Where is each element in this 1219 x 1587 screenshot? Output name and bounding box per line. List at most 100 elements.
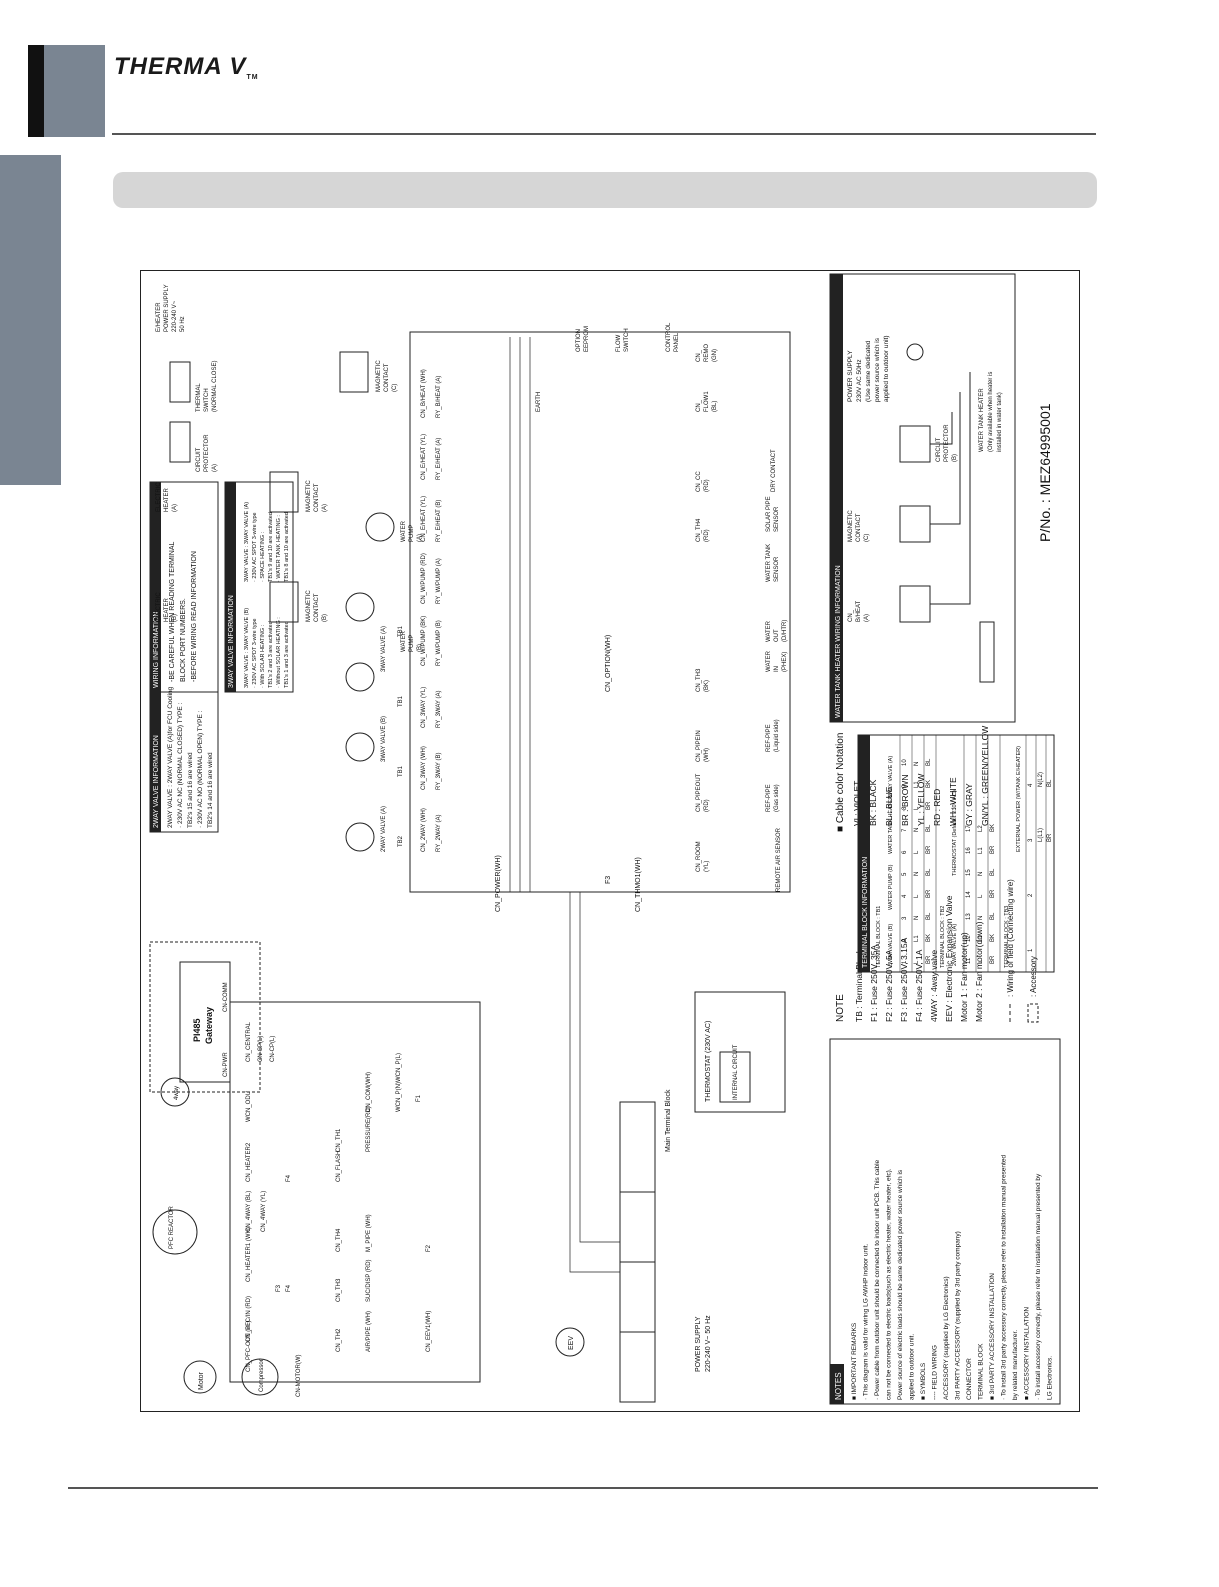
odu-label: CN_TH1 (336, 1128, 342, 1152)
tb1-pin: N (914, 916, 920, 920)
connector-cn-th4: CN_TH4 (696, 518, 702, 542)
tb1-num: 4 (902, 894, 908, 898)
relay-label: RY_E/HEAT (B) (436, 500, 442, 542)
tb1-color: BR (926, 801, 932, 810)
cable-color-item: BR : BROWN (900, 775, 910, 826)
valve-label: 3WAY VALVE (A) (381, 626, 387, 672)
tb2-num: 15 (966, 869, 972, 876)
odu-label: CN_EEV1(WH) (426, 1311, 432, 1352)
water-tank-mag-contact: (C) (864, 534, 870, 542)
odu-label: CN-CP(L) (258, 1036, 264, 1062)
tb2-pin: L1 (978, 935, 984, 942)
gateway-title: PI485 (192, 1018, 202, 1042)
part-number: P/No. : MEZ64995001 (1037, 403, 1053, 542)
tb2-color: BR (990, 845, 996, 854)
circuit-protector-a: (A) (212, 464, 218, 472)
tb3-pin: N(L2) (1038, 772, 1044, 787)
cn-power: CN_POWER(WH) (495, 855, 502, 912)
tb2-num: 14 (966, 891, 972, 898)
connector-labels: CN_2WAY (WH)CN_3WAY (WH)CN_3WAY (YL)CN_W… (421, 369, 427, 852)
three-way-line: TB1's 9 and 10 are activated (268, 512, 274, 582)
three-way-line: · SPACE HEATING : (260, 531, 266, 582)
indoor-pcb: CN_POWER(WH) CN_THMO1(WH) F3 CN_OPTION(W… (409, 331, 791, 912)
water-tank-mag-contact: MAGNETIC (848, 510, 854, 542)
magnetic-contact-b: (B) (322, 614, 328, 622)
eheater-power: 50 Hz (180, 316, 186, 332)
three-way-line: 3WAY VALVE : 3WAY VALVE (A) (244, 502, 250, 582)
two-way-line: TB2's 15 and 16 are wired (187, 752, 194, 828)
water-tank-protector: PROTECTOR (944, 424, 950, 462)
tb1-group: 3WAY VALVE (A) (888, 756, 894, 798)
water-pump-b: PUMP (409, 635, 415, 652)
terminal-block-info: TERMINAL BLOCK INFORMATION TERMINAL BLOC… (857, 734, 1055, 973)
water-tank-heater-note: WATER TANK HEATER (979, 388, 985, 452)
cn-thmo1: CN_THMO1(WH) (635, 857, 642, 912)
notes-line: ---- FIELD WIRING (932, 1345, 939, 1400)
odu-label: CN_4WAY (YL) (261, 1191, 267, 1232)
tb1-num: 7 (902, 828, 908, 832)
tb2-num: 16 (966, 847, 972, 854)
tb1-pin: L1 (914, 935, 920, 942)
magnetic-contact-a: CONTACT (314, 483, 320, 512)
tb2-group: 2WAY VALVE (A) (952, 924, 958, 966)
tb2-group: THERMOSTAT (Default : 230V AC) (952, 790, 958, 876)
connector-cn-th3: CN_TH3 (696, 668, 702, 692)
relay-label: RY_W/PUMP (B) (436, 620, 442, 666)
water-tank-mag-contact: CONTACT (856, 513, 862, 542)
thermostat: THERMOSTAT (230V AC) INTERNAL CIRCUIT (694, 991, 786, 1113)
odu-label: CN_PFC/IN (RD) (246, 1296, 252, 1342)
relay-label: RY_3WAY (B) (436, 753, 442, 790)
magnetic-contact-a: MAGNETIC (306, 480, 312, 512)
tb1-group: WATER PUMP (B) (888, 864, 894, 910)
note-field-wiring: : Wiring of field (Connecting wire) (1006, 879, 1015, 997)
tb1-color: BK (926, 780, 932, 788)
note-item: TB : Terminal Block (854, 948, 864, 1022)
three-way-line: · Without SOLAR HEATING : (276, 617, 282, 688)
side-section-tab (0, 155, 61, 485)
odu-label: CN_TH4 (336, 1228, 342, 1252)
connector-cn-flow1: (BL) (712, 401, 718, 412)
diagram-frame (140, 270, 1080, 1412)
water-tank-power: (Use same dedicated (865, 340, 872, 402)
wiring-line: -BE CAREFUL WHEN READING TERMINAL (169, 541, 176, 682)
odu-label: CN-MOTOR(W) (296, 1354, 302, 1397)
magnetic-contact-c: CONTACT (384, 363, 390, 392)
connector-cn-pipein: (WH) (704, 748, 710, 762)
tb1-num: 6 (902, 850, 908, 854)
control-panel: CONTROL (666, 322, 672, 352)
cable-color-item: RD : RED (932, 789, 942, 826)
tb2-color: BR (990, 955, 996, 964)
sensor-solar: SENSOR (774, 506, 780, 532)
sensor-water-in: WATER (766, 650, 772, 672)
tb-label: TB2 (398, 835, 404, 847)
odu-label: CN_HEATER1 (WH) (246, 1227, 252, 1282)
tb1-num: 5 (902, 872, 908, 876)
electric-heater-b: (B) (172, 614, 178, 622)
thermal-switch: SWITCH (204, 388, 210, 412)
odu-label: WCN_P(L) (396, 1053, 402, 1082)
note-item: F4 : Fuse 250V, 1A (914, 949, 924, 1022)
tb1-num: 1 (902, 960, 908, 964)
cable-color-item: YL : YELLOW (916, 774, 926, 826)
electric-heater-a: HEATER (164, 487, 170, 512)
connector-cn-pipeout: CN_PIPEOUT (696, 773, 702, 812)
tb3-color: BL (1047, 779, 1053, 787)
water-tank-power: 230V AC 50Hz (856, 359, 863, 402)
tb3-label: TERMINAL BLOCK : TB3 (1004, 906, 1010, 968)
notes-line: · To install accessory correctly, please… (1035, 1173, 1042, 1400)
connector-cn-room: (YL) (704, 861, 710, 872)
connector-cn-pipein: CN_PIPEIN (696, 730, 702, 762)
relay-label: RY_E/HEAT (A) (436, 438, 442, 480)
notes-line: ACCESSORY (supplied by LG Electronics) (943, 1276, 950, 1400)
odu-compressor: Compressor (259, 1359, 265, 1392)
tb1-num: 3 (902, 916, 908, 920)
thermal-switch: (NORMAL CLOSE) (212, 361, 218, 412)
connector-cn-pipeout: (RD) (704, 799, 710, 812)
wiring-line: -BEFORE WIRING READ INFORMATION (191, 551, 198, 682)
tb1-pin: L1 (914, 781, 920, 788)
cable-colors-title: ■ Cable color Notation (835, 733, 846, 832)
